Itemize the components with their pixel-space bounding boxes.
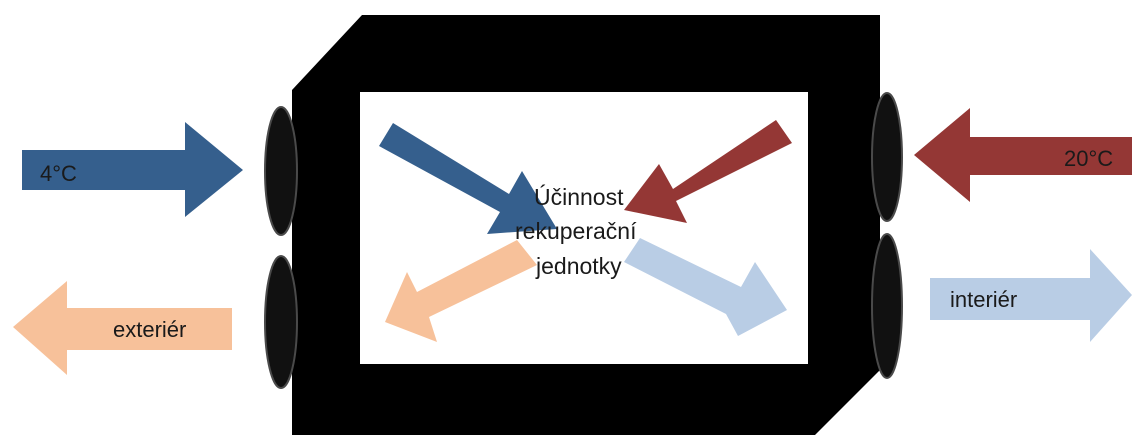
supply-label: interiér: [950, 287, 1017, 312]
duct-ports: [264, 92, 903, 389]
indoor-extract-arrow: [914, 108, 1132, 202]
exhaust-arrow: [13, 281, 232, 375]
port-outdoor-exhaust: [264, 255, 298, 389]
center-title-line1: Účinnost: [534, 184, 624, 210]
outdoor-intake-arrow: [22, 122, 243, 217]
indoor-temp-label: 20°C: [1064, 146, 1113, 171]
exhaust-label: exteriér: [113, 317, 186, 342]
port-outdoor-intake: [264, 106, 298, 236]
port-indoor-supply: [871, 233, 903, 379]
center-title-line3: jednotky: [535, 253, 622, 279]
cold-fresh-air-arrow: [379, 123, 557, 234]
cooled-exhaust-arrow: [385, 240, 537, 342]
outdoor-temp-label: 4°C: [40, 161, 77, 186]
warm-indoor-air-arrow: [624, 120, 792, 223]
port-indoor-extract: [871, 92, 903, 222]
heated-supply-arrow: [624, 238, 787, 336]
center-title-line2: rekuperační: [515, 218, 637, 244]
supply-arrow: [930, 249, 1132, 342]
